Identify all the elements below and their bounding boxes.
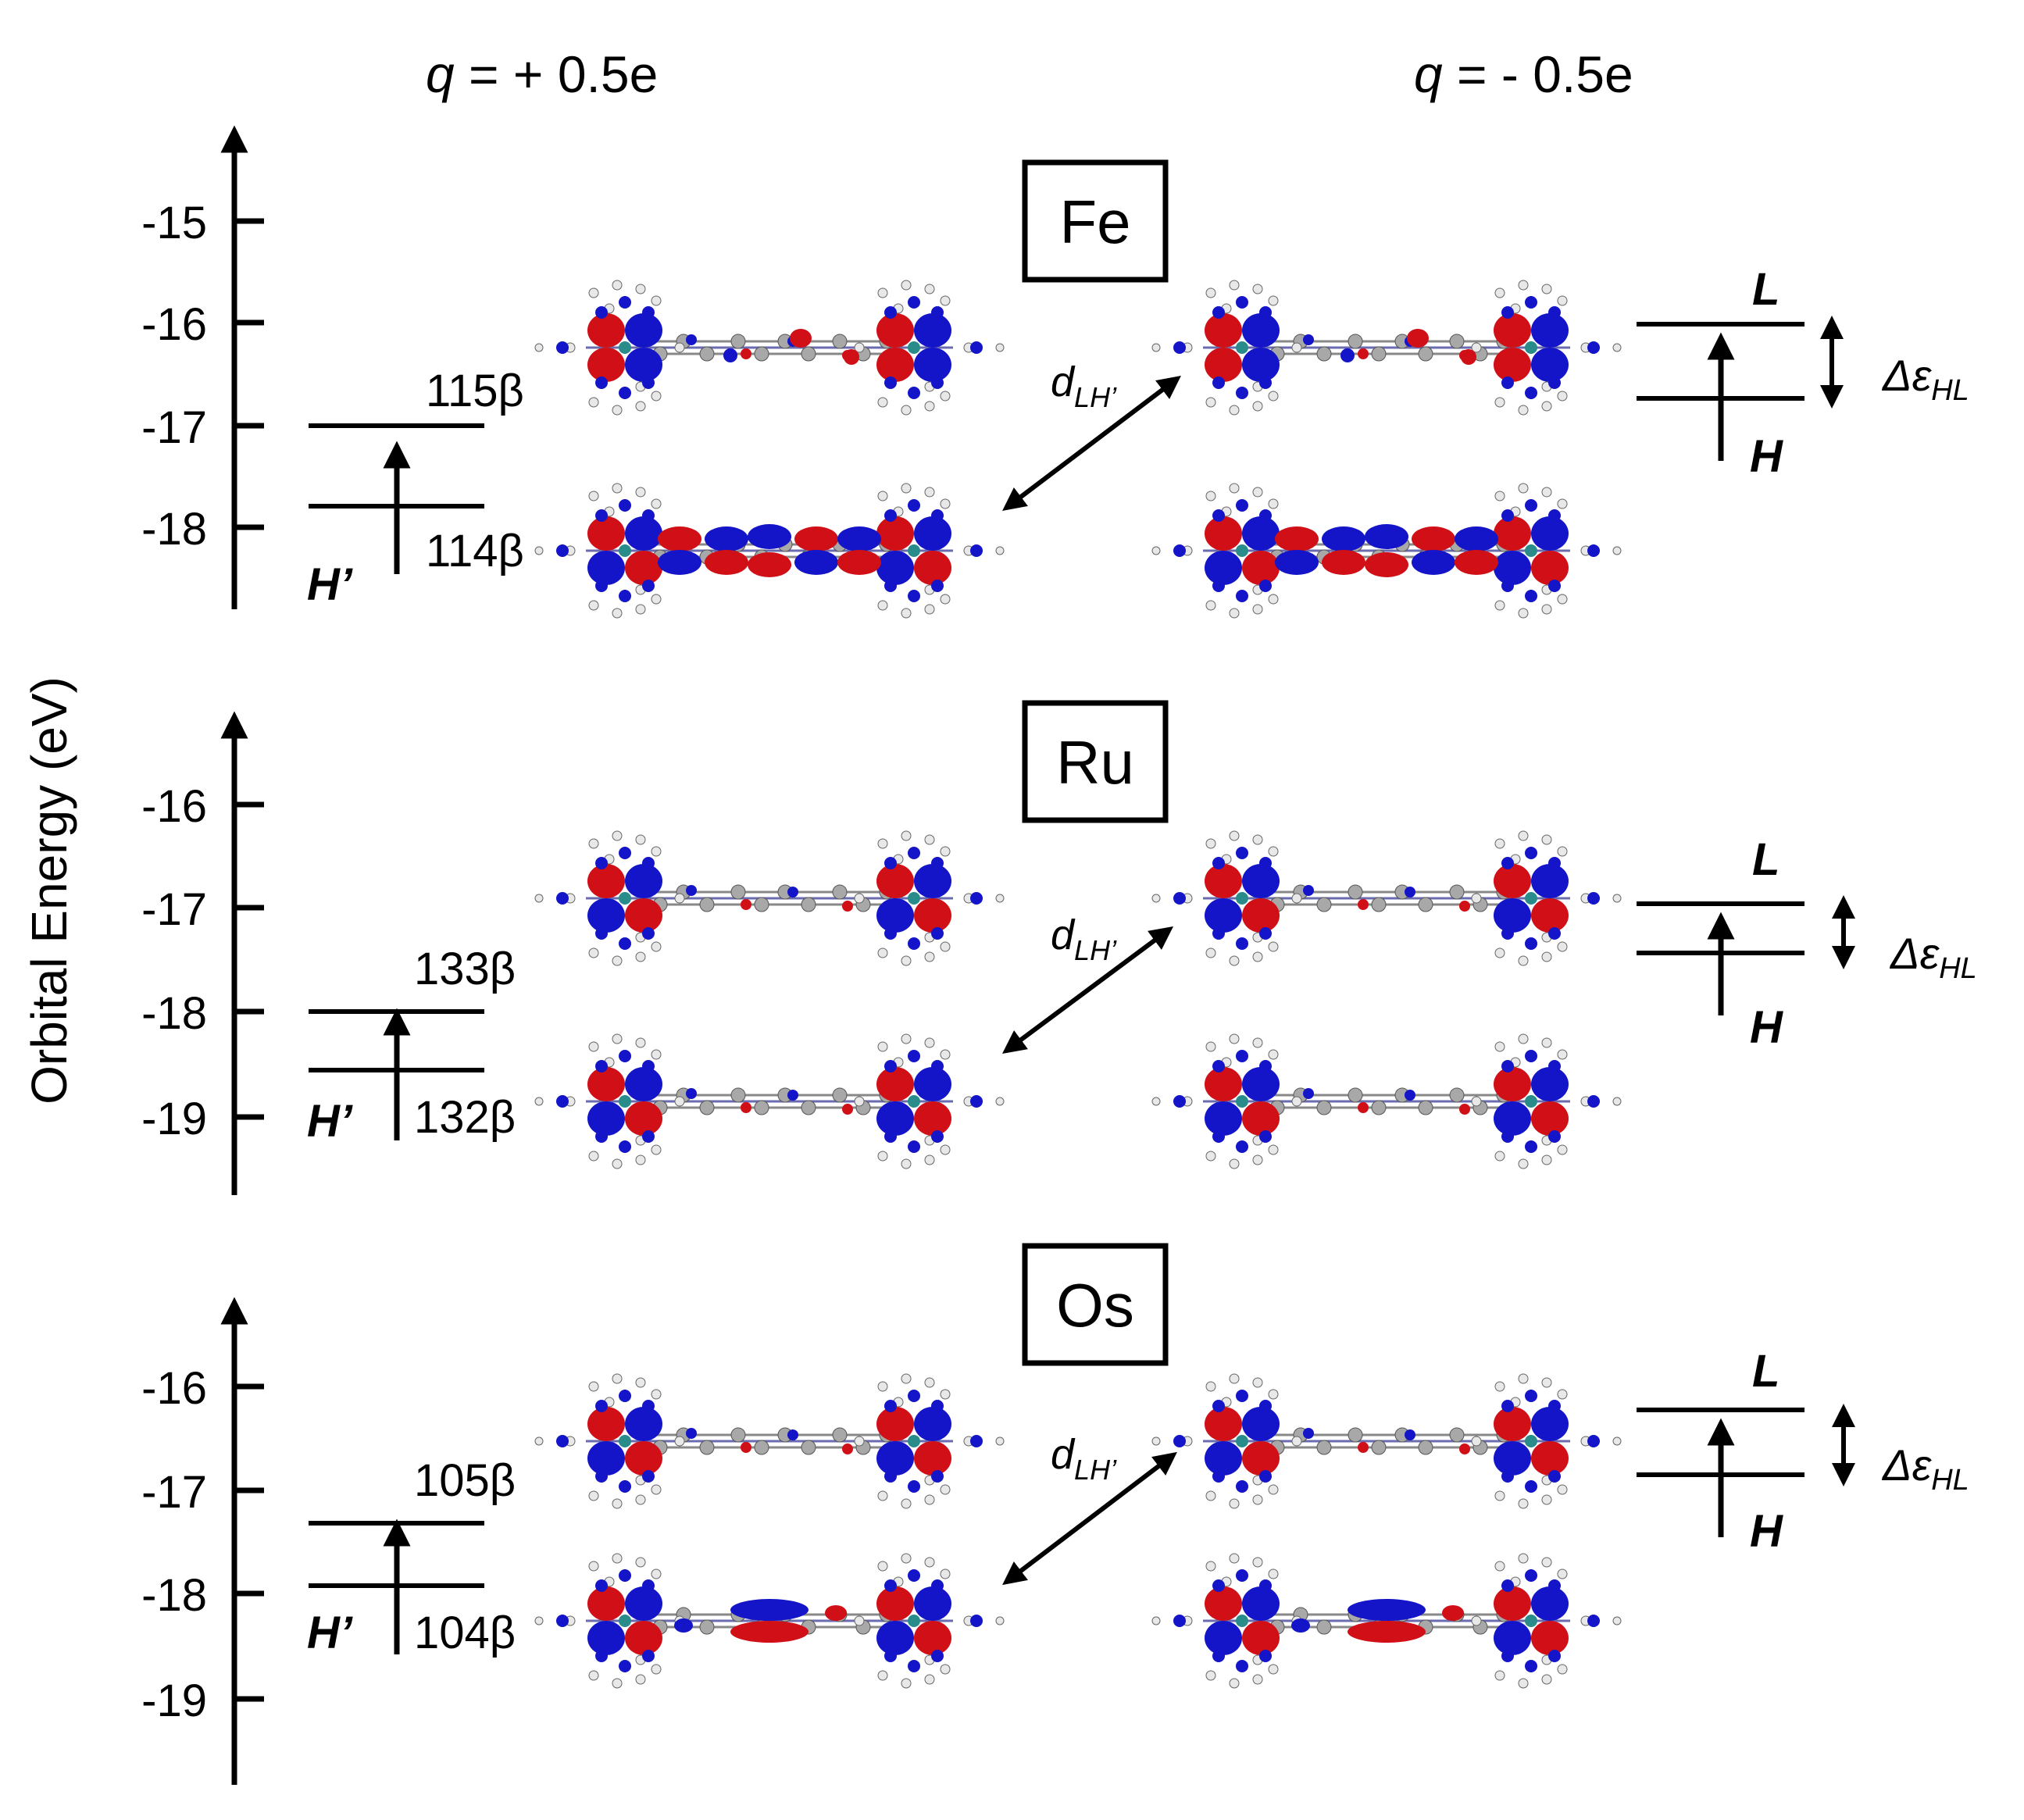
distance-label: dLH’ (1051, 912, 1117, 966)
orbital-isosurface-right-upper (1151, 280, 1622, 416)
orbital-isosurface-left-upper (534, 1373, 1005, 1509)
gap-label: ΔεHL (1881, 1440, 1969, 1497)
axis-tick-label: -17 (141, 1467, 207, 1518)
orbital-isosurface-right-upper (1151, 830, 1622, 966)
axis-tick-label: -18 (141, 504, 207, 555)
homo-label: H (1750, 1002, 1783, 1053)
metal-label-box (1022, 159, 1169, 283)
lower-orbital-label: 104β (414, 1608, 516, 1658)
lumo-label: L (1752, 1346, 1779, 1397)
orbital-isosurface-left-lower (534, 1553, 1005, 1689)
y-axis-label: Orbital Energy (eV) (21, 676, 77, 1104)
distance-arrow (1002, 1451, 1177, 1586)
orbital-isosurface-left-lower (534, 483, 1005, 619)
distance-label: dLH’ (1051, 359, 1117, 413)
axis-tick-label: -19 (141, 1094, 207, 1144)
upper-orbital-label: 133β (414, 944, 516, 994)
lumo-label: L (1752, 834, 1779, 885)
lower-orbital-label: 114β (426, 526, 524, 576)
h-prime-label: H’ (307, 1096, 353, 1147)
orbital-isosurface-right-lower (1151, 1033, 1622, 1169)
orbital-isosurface-right-lower (1151, 1553, 1622, 1689)
panel-ru: -16 -17 -18 -19 Ru 133β 132β H’ dLH’ L H ΔεHL (141, 700, 1977, 1195)
gap-label: ΔεHL (1881, 351, 1969, 407)
metal-label-box (1022, 700, 1169, 823)
metal-label: Ru (1056, 728, 1134, 797)
metal-label: Os (1056, 1271, 1134, 1340)
axis-tick-label: -17 (141, 884, 207, 935)
metal-label: Fe (1059, 187, 1130, 256)
axis-tick-label: -19 (141, 1675, 207, 1726)
orbital-isosurface-left-upper (534, 830, 1005, 966)
metal-label-box (1022, 1243, 1169, 1366)
axis-tick-label: -16 (141, 1363, 207, 1414)
axis-tick-label: -16 (141, 299, 207, 350)
panel-os: -16 -17 -18 -19 Os 105β 104β H’ dLH’ L H ΔεHL (141, 1243, 1969, 1785)
axis-tick-label: -17 (141, 402, 207, 453)
h-prime-label: H’ (307, 559, 353, 610)
homo-label: H (1750, 1506, 1783, 1557)
distance-arrow (1002, 375, 1181, 512)
orbital-isosurface-right-upper (1151, 1373, 1622, 1509)
h-prime-label: H’ (307, 1608, 353, 1658)
distance-arrow (1001, 926, 1174, 1054)
axis-tick-label: -18 (141, 988, 207, 1039)
lower-orbital-label: 132β (414, 1092, 516, 1143)
distance-label: dLH’ (1051, 1431, 1117, 1486)
orbital-isosurface-right-lower (1151, 483, 1622, 619)
gap-label: ΔεHL (1889, 929, 1977, 985)
axis-tick-label: -18 (141, 1570, 207, 1621)
upper-orbital-label: 105β (414, 1455, 516, 1506)
orbital-isosurface-left-upper (534, 280, 1005, 416)
orbital-isosurface-left-lower (534, 1033, 1005, 1169)
axis-tick-label: -16 (141, 781, 207, 832)
upper-orbital-label: 115β (426, 366, 524, 416)
homo-label: H (1750, 431, 1783, 482)
lumo-label: L (1752, 264, 1779, 315)
axis-tick-label: -15 (141, 198, 207, 248)
left-charge-header: q = + 0.5e (426, 45, 658, 103)
right-charge-header: q = - 0.5e (1414, 45, 1633, 103)
